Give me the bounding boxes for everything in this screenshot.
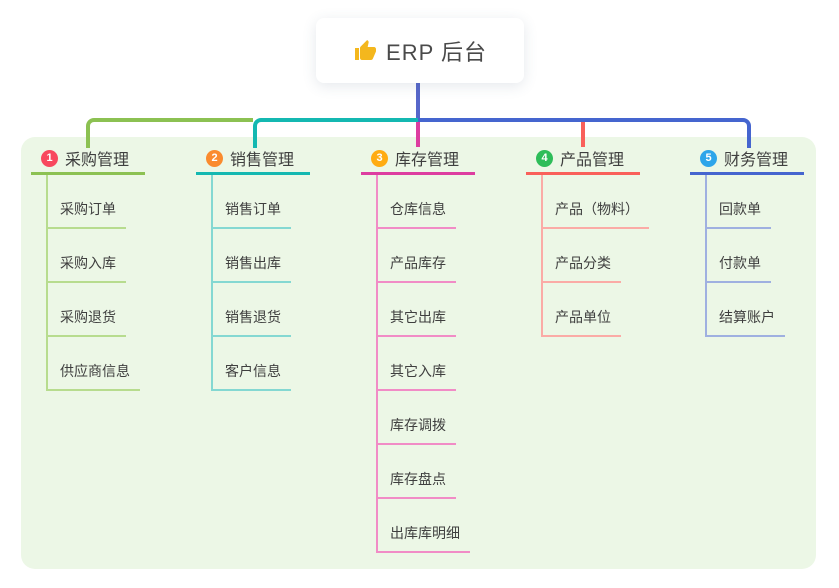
branch-node[interactable]: 4 产品管理: [526, 144, 640, 175]
child-node[interactable]: 产品单位: [543, 283, 621, 337]
connector-branch-1: [86, 118, 253, 148]
branch-finance: 5 财务管理 回款单 付款单 结算账户: [690, 144, 804, 337]
branch-label: 采购管理: [65, 152, 130, 169]
branch-children: 采购订单 采购入库 采购退货 供应商信息: [46, 175, 145, 391]
child-node[interactable]: 产品库存: [378, 229, 456, 283]
branch-number-badge: 2: [206, 149, 223, 167]
child-node[interactable]: 其它出库: [378, 283, 456, 337]
child-node[interactable]: 客户信息: [213, 337, 291, 391]
child-node[interactable]: 采购退货: [48, 283, 126, 337]
child-node[interactable]: 采购订单: [48, 175, 126, 229]
child-node[interactable]: 付款单: [707, 229, 771, 283]
child-node[interactable]: 采购入库: [48, 229, 126, 283]
branch-node[interactable]: 5 财务管理: [690, 144, 804, 175]
branch-children: 产品（物料） 产品分类 产品单位: [541, 175, 649, 337]
root-node-label: ERP 后台: [386, 39, 487, 65]
branch-label: 销售管理: [230, 152, 295, 169]
branch-number-badge: 1: [41, 149, 58, 167]
branch-node[interactable]: 2 销售管理: [196, 144, 310, 175]
root-node[interactable]: ERP 后台: [316, 18, 524, 83]
branch-label: 产品管理: [560, 152, 625, 169]
child-node[interactable]: 产品（物料）: [543, 175, 649, 229]
child-node[interactable]: 其它入库: [378, 337, 456, 391]
connector-branch-3: [416, 122, 420, 147]
child-node[interactable]: 回款单: [707, 175, 771, 229]
root-connector-line: [416, 83, 420, 121]
branch-number-badge: 4: [536, 149, 553, 167]
child-node[interactable]: 库存盘点: [378, 445, 456, 499]
child-node[interactable]: 销售订单: [213, 175, 291, 229]
child-node[interactable]: 销售退货: [213, 283, 291, 337]
thumbs-up-icon: [355, 39, 377, 60]
branch-number-badge: 3: [371, 149, 388, 167]
branch-children: 销售订单 销售出库 销售退货 客户信息: [211, 175, 310, 391]
branch-product: 4 产品管理 产品（物料） 产品分类 产品单位: [526, 144, 649, 337]
connector-branch-5: [418, 118, 751, 148]
branch-children: 回款单 付款单 结算账户: [705, 175, 804, 337]
child-node[interactable]: 库存调拨: [378, 391, 456, 445]
branch-children: 仓库信息 产品库存 其它出库 其它入库 库存调拨 库存盘点 出库库明细: [376, 175, 475, 553]
branch-number-badge: 5: [700, 149, 717, 167]
child-node[interactable]: 仓库信息: [378, 175, 456, 229]
child-node[interactable]: 销售出库: [213, 229, 291, 283]
branch-label: 库存管理: [395, 152, 460, 169]
branch-sales: 2 销售管理 销售订单 销售出库 销售退货 客户信息: [196, 144, 310, 391]
branch-inventory: 3 库存管理 仓库信息 产品库存 其它出库 其它入库 库存调拨 库存盘点 出库库…: [361, 144, 475, 553]
connector-branch-2: [253, 118, 418, 148]
branch-node[interactable]: 1 采购管理: [31, 144, 145, 175]
child-node[interactable]: 结算账户: [707, 283, 785, 337]
branch-node[interactable]: 3 库存管理: [361, 144, 475, 175]
child-node[interactable]: 出库库明细: [378, 499, 470, 553]
branch-purchase: 1 采购管理 采购订单 采购入库 采购退货 供应商信息: [31, 144, 145, 391]
branch-label: 财务管理: [724, 152, 789, 169]
child-node[interactable]: 产品分类: [543, 229, 621, 283]
child-node[interactable]: 供应商信息: [48, 337, 140, 391]
connector-branch-4: [581, 122, 585, 147]
